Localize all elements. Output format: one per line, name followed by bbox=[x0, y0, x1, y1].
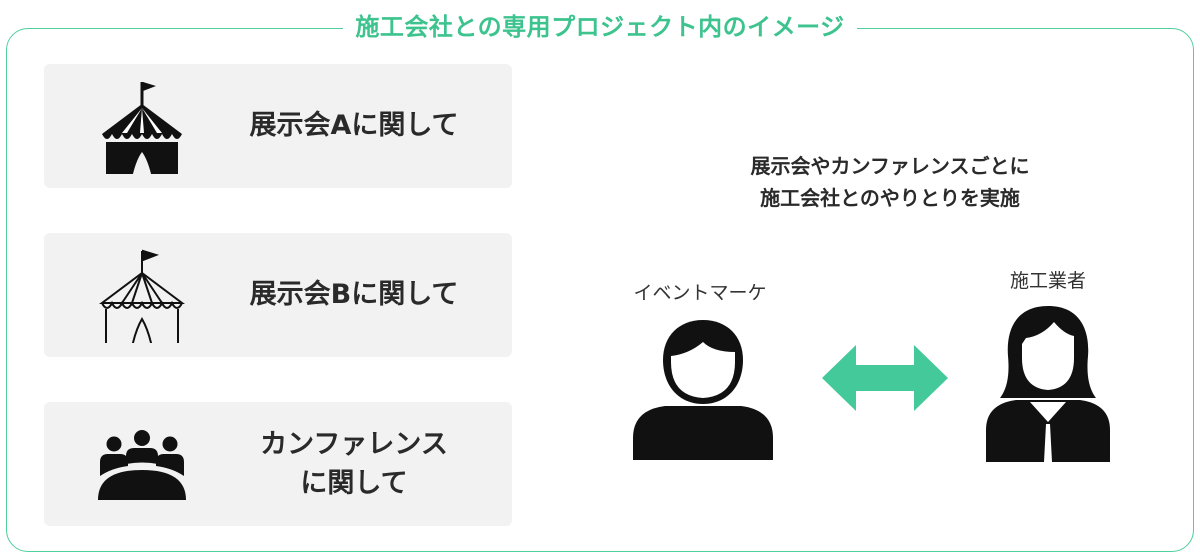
male-person-icon bbox=[633, 320, 773, 460]
project-card-label: カンファレンス に関して bbox=[219, 402, 489, 526]
project-card-conference[interactable]: カンファレンス に関して bbox=[44, 402, 512, 526]
project-card-label-line1: カンファレンス bbox=[260, 428, 448, 460]
project-card-label-line1: 展示会Aに関して bbox=[249, 110, 459, 142]
event-marketer-label: イベントマーケ bbox=[633, 282, 767, 304]
conference-meeting-icon bbox=[98, 430, 186, 500]
project-card-label: 展示会Bに関して bbox=[219, 233, 489, 357]
project-card-label-line2: に関して bbox=[300, 468, 408, 499]
frame-title: 施工会社との専用プロジェクト内のイメージ bbox=[0, 10, 1200, 44]
project-card-label-line1: 展示会Bに関して bbox=[249, 279, 459, 311]
contractor-label: 施工業者 bbox=[1009, 270, 1086, 292]
female-person-icon bbox=[986, 306, 1110, 462]
double-arrow-icon bbox=[822, 345, 948, 411]
project-card-exhibition-b[interactable]: 展示会Bに関して bbox=[44, 233, 512, 357]
workflow-caption: 展示会やカンファレンスごとに 施工会社とのやりとりを実施 bbox=[640, 150, 1140, 214]
project-card-label: 展示会Aに関して bbox=[219, 64, 489, 188]
project-card-exhibition-a[interactable]: 展示会Aに関して bbox=[44, 64, 512, 188]
circus-tent-outline-icon bbox=[99, 249, 185, 343]
circus-tent-filled-icon bbox=[102, 82, 182, 174]
frame-title-text: 施工会社との専用プロジェクト内のイメージ bbox=[343, 10, 857, 44]
caption-line2: 施工会社とのやりとりを実施 bbox=[760, 186, 1020, 210]
caption-line1: 展示会やカンファレンスごとに bbox=[750, 154, 1030, 178]
